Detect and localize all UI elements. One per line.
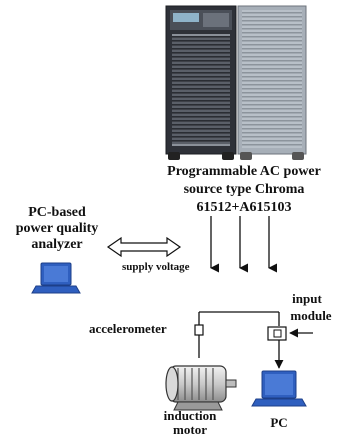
input-module-box xyxy=(267,326,287,341)
analyzer-laptop-icon xyxy=(31,262,81,294)
analyzer-label-line-3: analyzer xyxy=(31,237,82,252)
motor-label-line-2: motor xyxy=(173,422,207,436)
ac-power-source-image xyxy=(165,5,307,160)
pc-laptop-icon xyxy=(251,370,307,407)
supply-arrows xyxy=(210,216,278,273)
signal-wiring xyxy=(198,311,313,369)
input-module-label-line-2: module xyxy=(290,308,331,323)
motor-label-line-1: induction xyxy=(164,408,218,423)
accelerometer-sensor xyxy=(194,324,204,336)
power-source-label-line-2: source type Chroma xyxy=(184,182,305,197)
accelerometer-label: accelerometer xyxy=(89,321,167,336)
power-source-label-line-3: 61512+A615103 xyxy=(196,200,291,215)
analyzer-label-line-1: PC-based xyxy=(28,205,86,220)
bidirectional-arrow xyxy=(106,236,182,258)
input-module-label-line-1: input xyxy=(292,291,322,306)
induction-motor-icon xyxy=(165,365,237,411)
pc-label: PC xyxy=(270,415,287,430)
supply-voltage-label: supply voltage xyxy=(122,261,190,273)
analyzer-label-line-2: power quality xyxy=(16,221,99,236)
power-source-label-line-1: Programmable AC power xyxy=(167,164,321,179)
